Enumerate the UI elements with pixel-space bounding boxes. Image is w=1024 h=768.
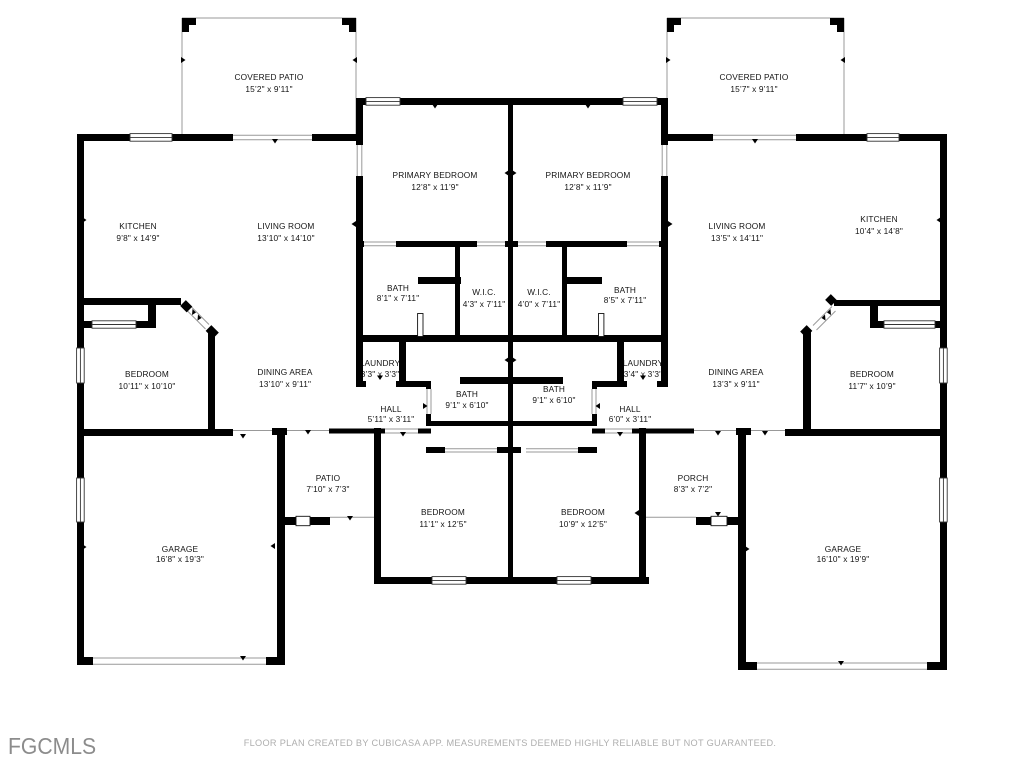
svg-text:13’5" x 14’11": 13’5" x 14’11" bbox=[711, 233, 763, 243]
svg-text:12’8" x 11’9": 12’8" x 11’9" bbox=[411, 182, 458, 192]
svg-text:4’0" x 7’11": 4’0" x 7’11" bbox=[518, 299, 561, 309]
svg-text:W.I.C.: W.I.C. bbox=[527, 287, 551, 297]
svg-text:8’5" x 7’11": 8’5" x 7’11" bbox=[604, 295, 647, 305]
svg-text:5’11" x 3’11": 5’11" x 3’11" bbox=[368, 414, 415, 424]
svg-text:15’2" x 9’11": 15’2" x 9’11" bbox=[245, 84, 292, 94]
svg-text:BEDROOM: BEDROOM bbox=[125, 369, 169, 379]
svg-text:7’10" x 7’3": 7’10" x 7’3" bbox=[306, 484, 349, 494]
svg-text:9’1" x 6’10": 9’1" x 6’10" bbox=[532, 395, 575, 405]
svg-text:DINING AREA: DINING AREA bbox=[708, 367, 763, 377]
svg-text:BEDROOM: BEDROOM bbox=[850, 369, 894, 379]
svg-text:KITCHEN: KITCHEN bbox=[119, 221, 156, 231]
svg-text:HALL: HALL bbox=[380, 404, 402, 414]
svg-text:KITCHEN: KITCHEN bbox=[860, 214, 897, 224]
svg-text:12’8" x 11’9": 12’8" x 11’9" bbox=[564, 182, 611, 192]
svg-text:BATH: BATH bbox=[543, 384, 565, 394]
svg-text:W.I.C.: W.I.C. bbox=[472, 287, 496, 297]
svg-text:16’8" x 19’3": 16’8" x 19’3" bbox=[156, 554, 204, 564]
svg-text:8’3" x 7’2": 8’3" x 7’2" bbox=[674, 484, 712, 494]
svg-text:COVERED PATIO: COVERED PATIO bbox=[720, 72, 789, 82]
svg-text:LAUNDRY: LAUNDRY bbox=[623, 358, 664, 368]
svg-text:3’4" x 3’3": 3’4" x 3’3" bbox=[624, 369, 662, 379]
svg-text:6’0" x 3’11": 6’0" x 3’11" bbox=[609, 414, 652, 424]
svg-text:LIVING ROOM: LIVING ROOM bbox=[709, 221, 766, 231]
svg-text:HALL: HALL bbox=[619, 404, 641, 414]
svg-text:13’3" x 9’11": 13’3" x 9’11" bbox=[712, 379, 759, 389]
svg-text:9’8" x 14’9": 9’8" x 14’9" bbox=[116, 233, 159, 243]
svg-text:11’7" x 10’9": 11’7" x 10’9" bbox=[848, 381, 895, 391]
svg-text:3’3" x 3’3": 3’3" x 3’3" bbox=[361, 369, 399, 379]
svg-text:BATH: BATH bbox=[456, 389, 478, 399]
svg-text:LAUNDRY: LAUNDRY bbox=[360, 358, 401, 368]
svg-text:PATIO: PATIO bbox=[316, 473, 341, 483]
svg-text:16’10" x 19’9": 16’10" x 19’9" bbox=[817, 554, 870, 564]
svg-text:10’11" x 10’10": 10’11" x 10’10" bbox=[119, 381, 176, 391]
svg-text:PORCH: PORCH bbox=[678, 473, 709, 483]
svg-text:13’10" x 9’11": 13’10" x 9’11" bbox=[259, 379, 311, 389]
svg-text:9’1" x 6’10": 9’1" x 6’10" bbox=[445, 400, 488, 410]
svg-text:LIVING ROOM: LIVING ROOM bbox=[258, 221, 315, 231]
svg-text:DINING AREA: DINING AREA bbox=[257, 367, 312, 377]
svg-text:11’1" x 12’5": 11’1" x 12’5" bbox=[419, 519, 466, 529]
svg-text:8’1" x 7’11": 8’1" x 7’11" bbox=[377, 293, 420, 303]
svg-text:BEDROOM: BEDROOM bbox=[421, 507, 465, 517]
svg-text:13’10" x 14’10": 13’10" x 14’10" bbox=[257, 233, 315, 243]
svg-text:FGCMLS: FGCMLS bbox=[8, 733, 96, 759]
svg-text:15’7" x 9’11": 15’7" x 9’11" bbox=[730, 84, 777, 94]
svg-text:BATH: BATH bbox=[614, 285, 636, 295]
svg-text:10’9" x 12’5": 10’9" x 12’5" bbox=[559, 519, 607, 529]
svg-text:BATH: BATH bbox=[387, 283, 409, 293]
svg-text:GARAGE: GARAGE bbox=[825, 544, 862, 554]
svg-text:PRIMARY BEDROOM: PRIMARY BEDROOM bbox=[393, 170, 478, 180]
svg-text:COVERED PATIO: COVERED PATIO bbox=[235, 72, 304, 82]
svg-text:FLOOR PLAN CREATED BY CUBICASA: FLOOR PLAN CREATED BY CUBICASA APP. MEAS… bbox=[244, 738, 777, 748]
svg-text:4’3" x 7’11": 4’3" x 7’11" bbox=[463, 299, 506, 309]
svg-text:GARAGE: GARAGE bbox=[162, 544, 199, 554]
svg-text:PRIMARY BEDROOM: PRIMARY BEDROOM bbox=[546, 170, 631, 180]
svg-text:10’4" x 14’8": 10’4" x 14’8" bbox=[855, 226, 903, 236]
svg-text:BEDROOM: BEDROOM bbox=[561, 507, 605, 517]
